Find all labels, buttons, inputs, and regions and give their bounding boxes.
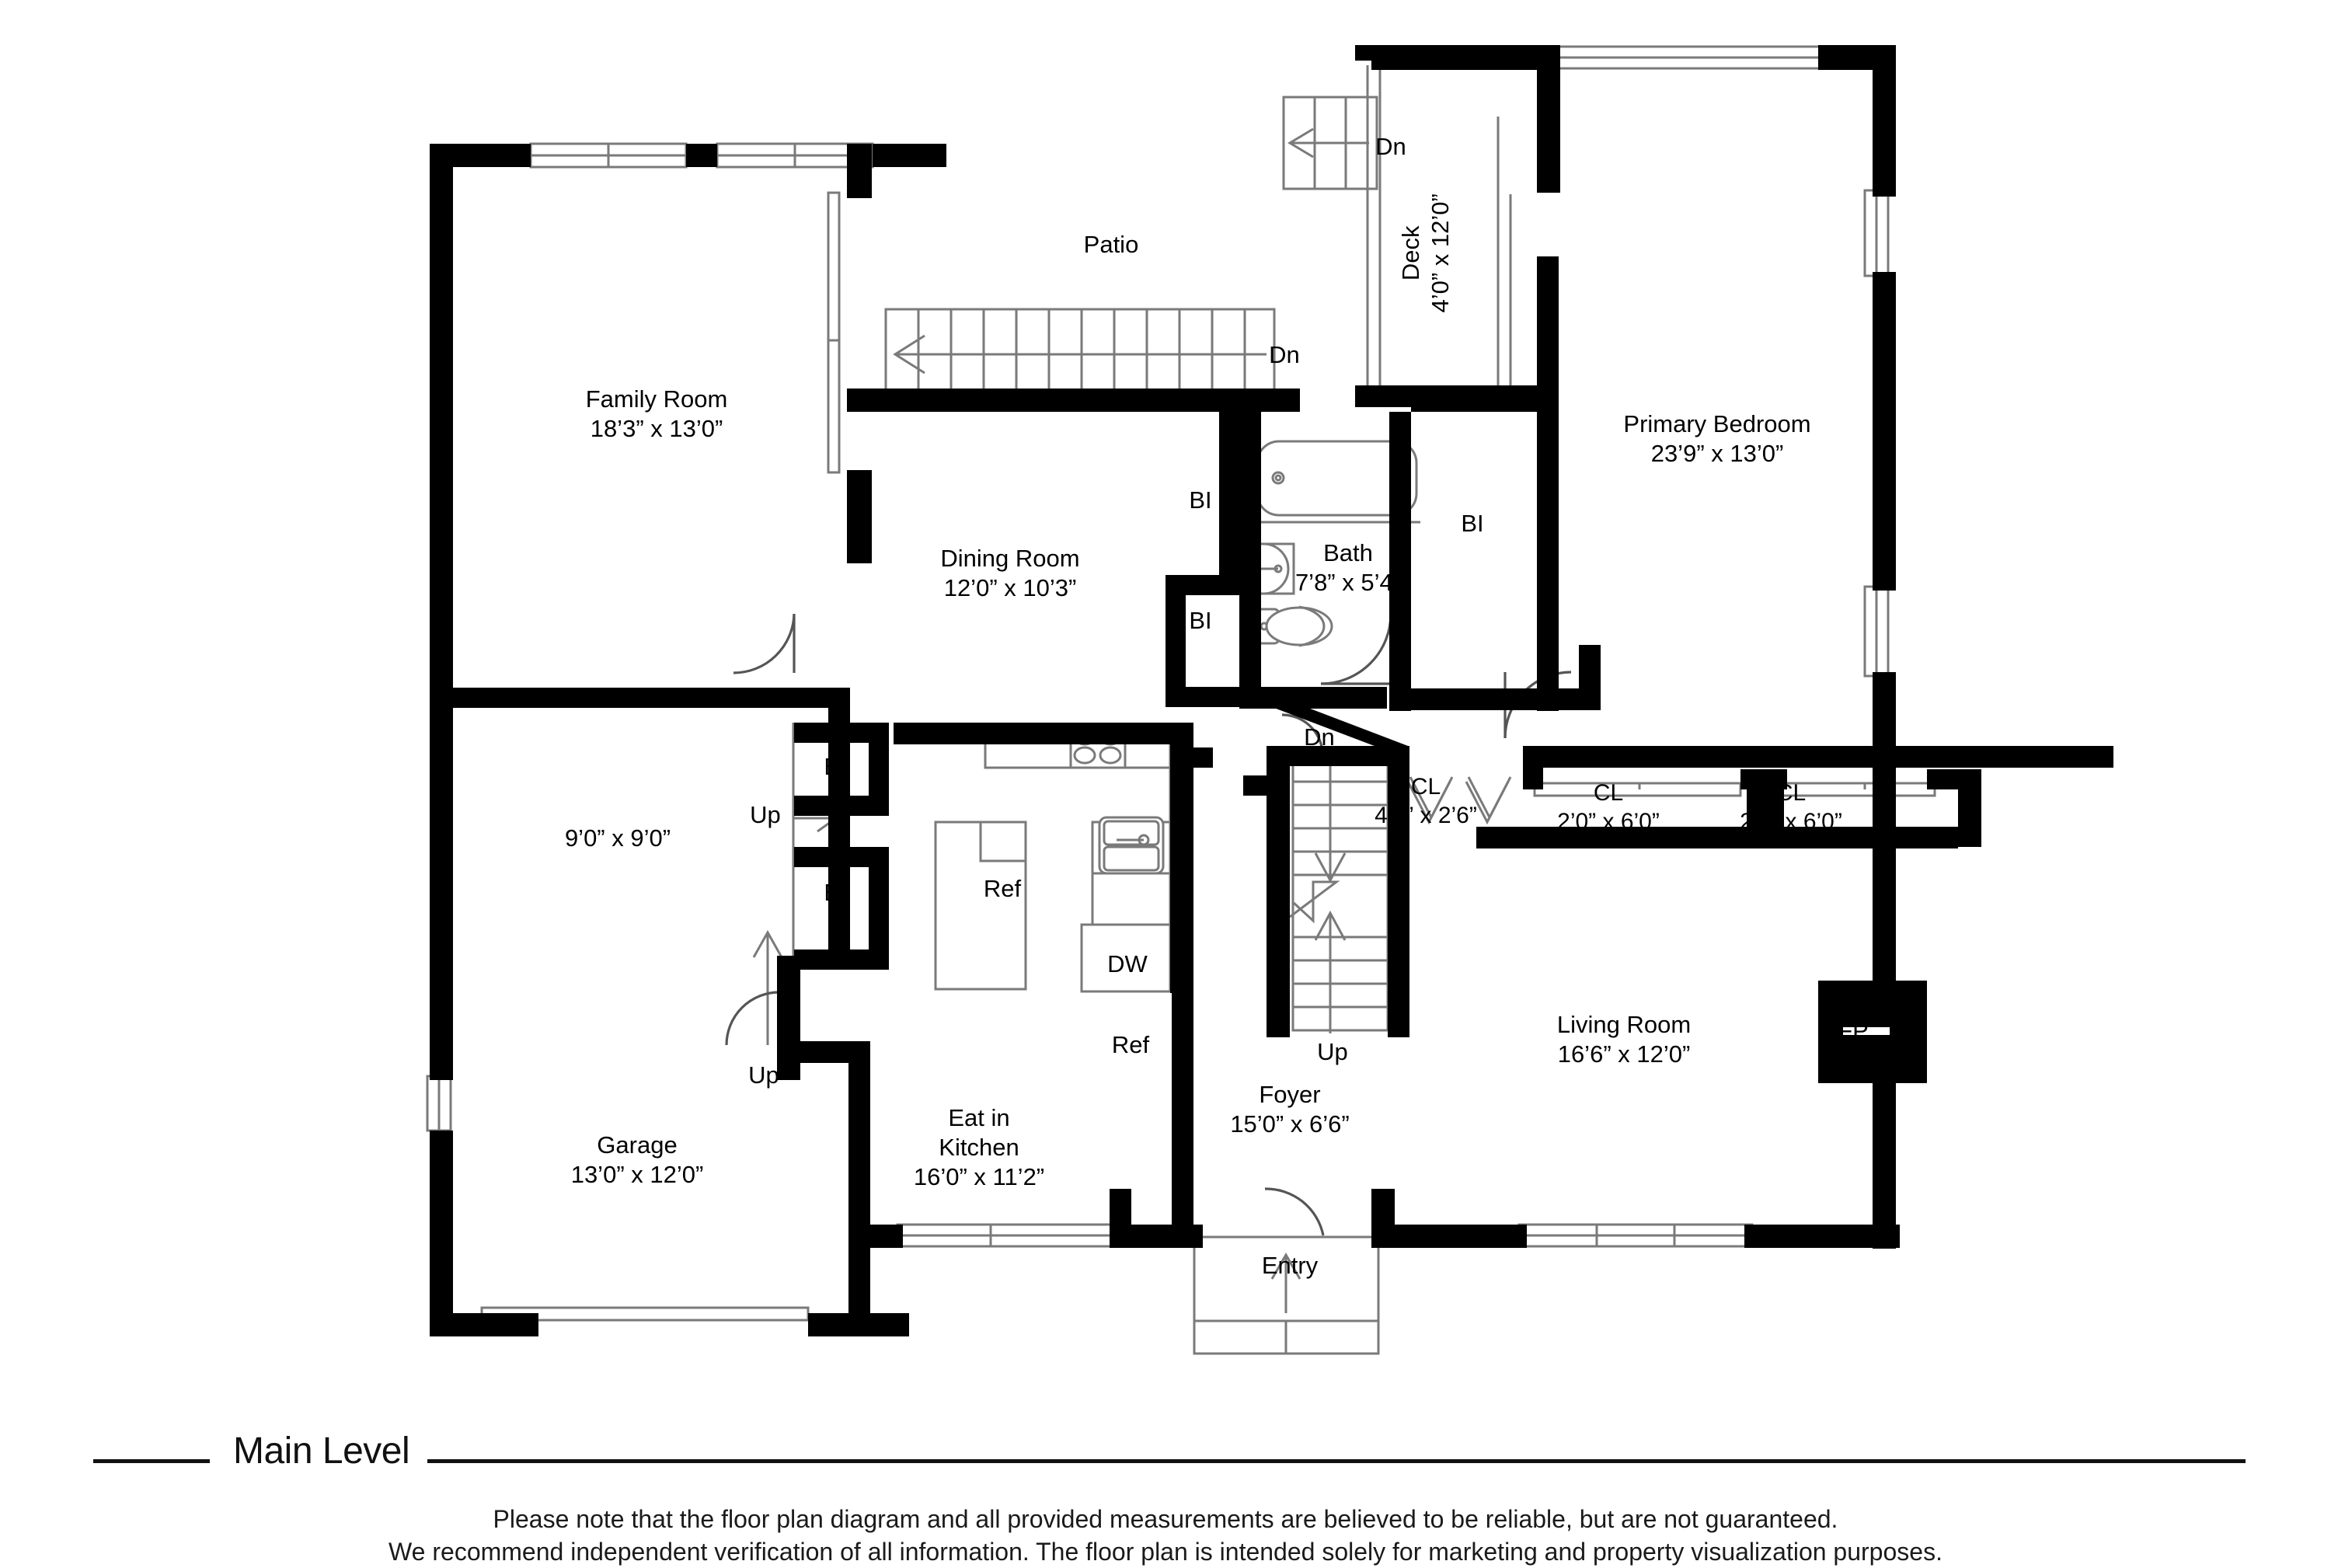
divider-rule-left bbox=[93, 1459, 210, 1463]
fixture-lines bbox=[426, 45, 1936, 1355]
level-title-row: Main Level bbox=[0, 1430, 2331, 1492]
page-title: Main Level bbox=[233, 1430, 410, 1472]
disclaimer-line-2: We recommend independent verification of… bbox=[388, 1537, 1942, 1566]
bifold-closet-door bbox=[1406, 776, 1512, 825]
garage-up-arrow bbox=[752, 929, 783, 1045]
walls bbox=[430, 45, 2113, 1336]
door-swings bbox=[725, 613, 1572, 1236]
deck-railing bbox=[1366, 51, 1512, 398]
disclaimer-text: Please note that the floor plan diagram … bbox=[0, 1504, 2331, 1568]
footer: Main Level bbox=[0, 1430, 2331, 1492]
divider-rule-right bbox=[427, 1459, 2246, 1463]
kitchen-right-run bbox=[1080, 768, 1172, 993]
entry-stoop bbox=[1193, 1235, 1380, 1355]
kitchen-island bbox=[934, 821, 1027, 991]
family-room-side-window bbox=[827, 191, 841, 474]
patio-stairs bbox=[884, 308, 1276, 396]
deck-stairs bbox=[1282, 96, 1378, 190]
foyer-stairs bbox=[1289, 757, 1389, 1033]
disclaimer-line-1: Please note that the floor plan diagram … bbox=[493, 1505, 1838, 1533]
